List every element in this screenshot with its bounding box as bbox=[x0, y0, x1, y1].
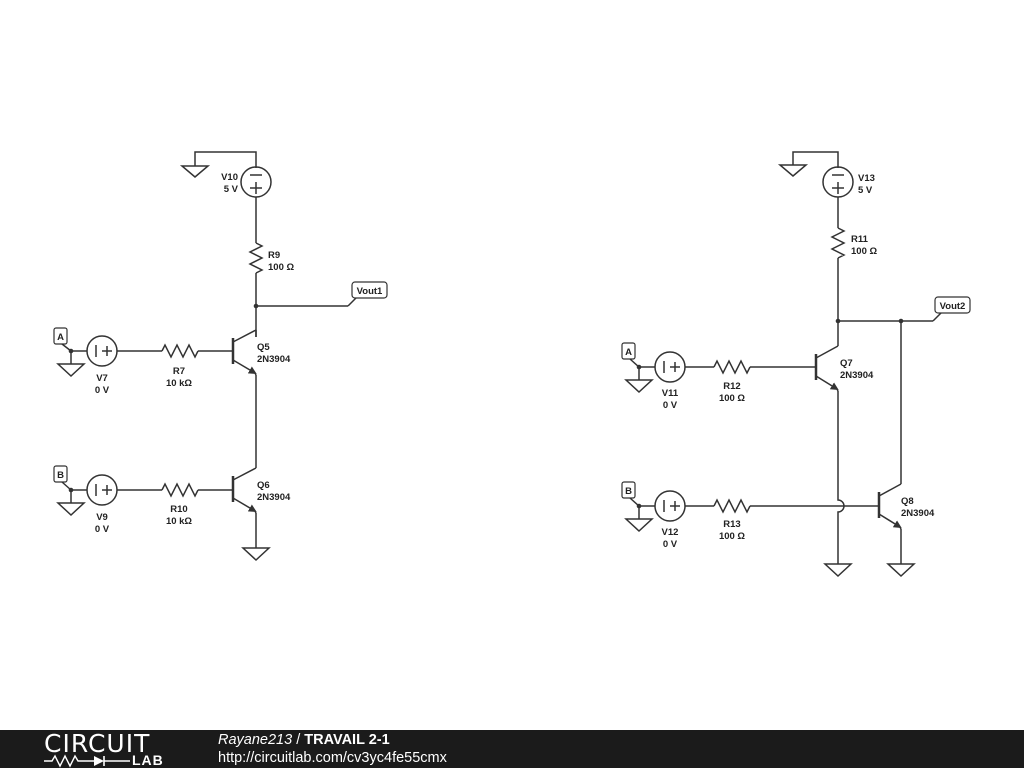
ground-symbol bbox=[624, 367, 654, 394]
circuitlab-logo[interactable]: CIRCUIT LAB bbox=[44, 729, 176, 768]
r11-name: R11 bbox=[851, 234, 869, 245]
r12-value: 100 Ω bbox=[719, 393, 745, 404]
schematic-canvas[interactable]: V10 5 V R9 100 Ω Vout1 Q5 2N3904 bbox=[0, 0, 1024, 730]
r7-name: R7 bbox=[173, 366, 185, 377]
transistor-q6[interactable]: Q6 2N3904 bbox=[231, 467, 291, 513]
circuit-left: V10 5 V R9 100 Ω Vout1 Q5 2N3904 bbox=[53, 151, 388, 562]
resistor-r13[interactable]: R13 100 Ω bbox=[713, 498, 751, 542]
q8-name: Q8 bbox=[901, 496, 914, 507]
resistor-r7[interactable]: R7 10 kΩ bbox=[161, 343, 199, 389]
resistor-r12[interactable]: R12 100 Ω bbox=[713, 359, 751, 404]
q6-model: 2N3904 bbox=[257, 492, 291, 503]
current-source-v12[interactable]: V12 0 V bbox=[654, 490, 686, 550]
current-source-v9[interactable]: V9 0 V bbox=[86, 474, 118, 535]
v11-value: 0 V bbox=[663, 400, 678, 411]
ground-symbol bbox=[179, 151, 257, 178]
resistor-diode-icon bbox=[44, 754, 130, 768]
vout2-label: Vout2 bbox=[940, 301, 966, 312]
v12-value: 0 V bbox=[663, 539, 678, 550]
logo-sub: LAB bbox=[132, 752, 164, 768]
q6-name: Q6 bbox=[257, 480, 270, 491]
resistor-r10[interactable]: R10 10 kΩ bbox=[161, 482, 199, 527]
r10-value: 10 kΩ bbox=[166, 516, 192, 527]
r10-name: R10 bbox=[170, 504, 187, 515]
voltage-source-v13[interactable]: V13 5 V bbox=[822, 166, 875, 198]
q5-name: Q5 bbox=[257, 342, 270, 353]
footer-bar: CIRCUIT LAB Rayane213 / TRAVAIL 2-1 http… bbox=[0, 730, 1024, 768]
r9-name: R9 bbox=[268, 250, 280, 261]
input-tag-a[interactable]: A bbox=[53, 327, 72, 352]
tag-a-label: A bbox=[57, 332, 64, 343]
v13-value: 5 V bbox=[858, 185, 873, 196]
ground-symbol bbox=[56, 490, 86, 517]
ground-symbol bbox=[777, 151, 839, 177]
r13-value: 100 Ω bbox=[719, 531, 745, 542]
circuit-right: V13 5 V R11 100 Ω Vout2 Q7 2N3904 bbox=[621, 151, 971, 578]
current-source-v11[interactable]: V11 0 V bbox=[654, 351, 686, 411]
ground-symbol bbox=[823, 563, 853, 578]
q8-model: 2N3904 bbox=[901, 508, 935, 519]
r11-value: 100 Ω bbox=[851, 246, 877, 257]
resistor-r9[interactable]: R9 100 Ω bbox=[248, 242, 294, 274]
circuit-title[interactable]: TRAVAIL 2-1 bbox=[304, 732, 390, 748]
v11-name: V11 bbox=[662, 388, 679, 399]
author-link[interactable]: Rayane213 bbox=[218, 732, 293, 748]
v12-name: V12 bbox=[662, 527, 679, 538]
transistor-q7[interactable]: Q7 2N3904 bbox=[814, 345, 874, 391]
current-source-v7[interactable]: V7 0 V bbox=[86, 335, 118, 396]
logo-word: CIRCUIT bbox=[44, 729, 151, 758]
tag-b-label: B bbox=[57, 470, 64, 481]
vout1-label: Vout1 bbox=[357, 286, 383, 297]
input-tag-b[interactable]: B bbox=[53, 465, 72, 491]
voltage-source-v10[interactable]: V10 5 V bbox=[221, 166, 272, 198]
resistor-r11[interactable]: R11 100 Ω bbox=[830, 227, 877, 259]
ground-symbol bbox=[56, 351, 86, 378]
v9-value: 0 V bbox=[95, 524, 110, 535]
r7-value: 10 kΩ bbox=[166, 378, 192, 389]
q7-model: 2N3904 bbox=[840, 370, 874, 381]
output-label-vout1[interactable]: Vout1 bbox=[347, 281, 388, 307]
tag-a-label: A bbox=[625, 347, 632, 358]
v7-name: V7 bbox=[96, 373, 108, 384]
r12-name: R12 bbox=[723, 381, 740, 392]
q5-model: 2N3904 bbox=[257, 354, 291, 365]
r13-name: R13 bbox=[723, 519, 740, 530]
title-separator: / bbox=[292, 732, 305, 748]
transistor-q5[interactable]: Q5 2N3904 bbox=[231, 329, 291, 375]
r9-value: 100 Ω bbox=[268, 262, 294, 273]
v9-name: V9 bbox=[96, 512, 108, 523]
circuit-url[interactable]: http://circuitlab.com/cv3yc4fe55cmx bbox=[218, 750, 447, 766]
q7-name: Q7 bbox=[840, 358, 853, 369]
output-label-vout2[interactable]: Vout2 bbox=[932, 296, 971, 322]
v10-value: 5 V bbox=[224, 184, 239, 195]
ground-symbol bbox=[886, 529, 916, 578]
v10-name: V10 bbox=[221, 172, 238, 183]
v13-name: V13 bbox=[858, 173, 875, 184]
input-tag-a[interactable]: A bbox=[621, 342, 640, 368]
ground-symbol bbox=[241, 513, 271, 562]
v7-value: 0 V bbox=[95, 385, 110, 396]
input-tag-b[interactable]: B bbox=[621, 481, 640, 507]
transistor-q8[interactable]: Q8 2N3904 bbox=[877, 483, 935, 529]
ground-symbol bbox=[624, 506, 654, 533]
tag-b-label: B bbox=[625, 486, 632, 497]
circuit-title-line: Rayane213 / TRAVAIL 2-1 bbox=[218, 731, 390, 749]
